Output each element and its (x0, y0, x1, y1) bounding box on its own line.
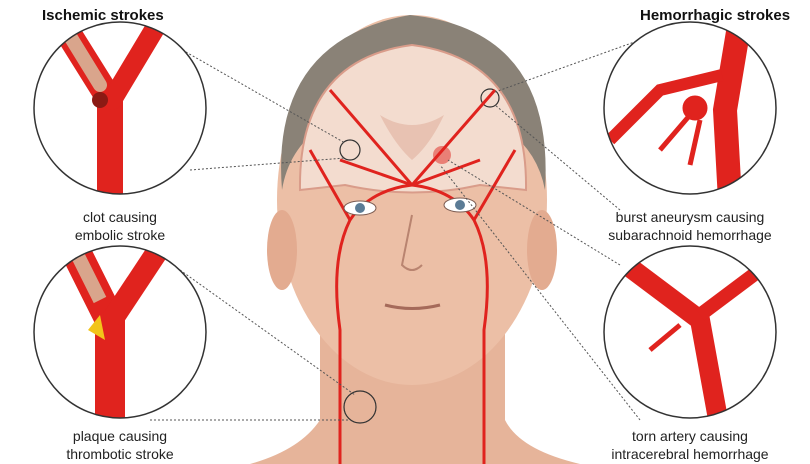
intracerebral-label: torn artery causing intracerebral hemorr… (590, 427, 790, 463)
hemorrhagic-title: Hemorrhagic strokes (640, 7, 791, 24)
embolic-label: clot causing embolic stroke (20, 208, 220, 244)
bleed-site (480, 88, 500, 108)
ear-right (527, 210, 557, 290)
plaque-site (343, 390, 377, 424)
mouth (384, 303, 441, 310)
brain-section (298, 43, 528, 194)
nose (400, 214, 423, 271)
thrombotic-label: plaque causing thrombotic stroke (20, 427, 220, 463)
subarachnoid-label: burst aneurysm causing subarachnoid hemo… (590, 208, 790, 244)
leader-lines (150, 39, 641, 421)
label-line: plaque causing (72, 428, 168, 444)
ear-left (267, 210, 297, 290)
inset-torn-artery (603, 245, 777, 419)
label-line: thrombotic stroke (66, 446, 174, 462)
label-line: torn artery causing (632, 428, 748, 444)
torn-site (433, 146, 451, 164)
inset-plaque (33, 245, 207, 419)
label-line: clot causing (83, 209, 157, 225)
ischemic-title: Ischemic strokes (42, 7, 164, 24)
hair (281, 15, 546, 190)
arteries (308, 89, 517, 464)
clot-site (339, 139, 361, 161)
label-line: subarachnoid hemorrhage (608, 227, 772, 243)
label-line: intracerebral hemorrhage (611, 446, 769, 462)
inset-aneurysm (603, 21, 777, 195)
neck (250, 330, 580, 464)
label-line: burst aneurysm causing (615, 209, 765, 225)
inset-clot (33, 21, 207, 195)
label-line: embolic stroke (74, 227, 166, 243)
ventricles (380, 115, 444, 160)
